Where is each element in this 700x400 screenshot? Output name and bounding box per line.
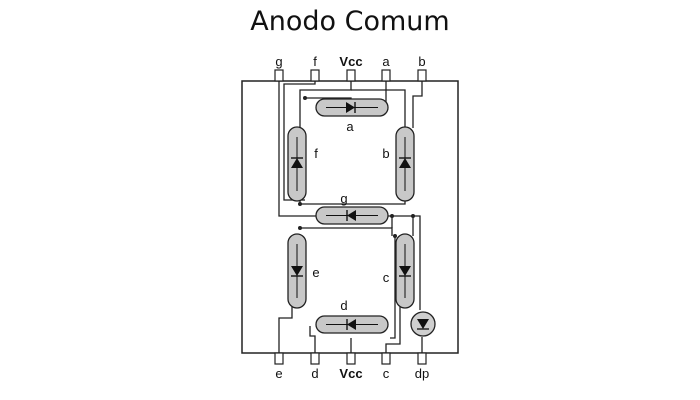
segment-c — [395, 233, 415, 309]
top-pin-g — [274, 69, 284, 82]
wire-pin-d — [309, 326, 316, 353]
segment-d — [315, 315, 389, 334]
diode-triangle-icon — [347, 319, 356, 330]
wire-vcc-top — [299, 81, 352, 128]
wire-pin-b — [412, 81, 423, 128]
bottom-pin-label-dp: dp — [415, 366, 429, 381]
junction-dot — [298, 202, 302, 206]
bottom-pin-label-c: c — [383, 366, 390, 381]
bottom-pin-label-e: e — [275, 366, 282, 381]
wire-pin-g — [278, 81, 318, 217]
junction-dot — [393, 234, 397, 238]
segment-label-f: f — [314, 146, 318, 161]
segment-label-e: e — [312, 265, 319, 280]
diode-triangle-icon — [346, 102, 355, 113]
wire-pin-f — [283, 81, 316, 201]
junction-dot — [298, 226, 302, 230]
segment-b — [395, 126, 415, 202]
top-pin-label-a: a — [382, 54, 390, 69]
bottom-pin-e — [274, 352, 284, 365]
segment-label-a: a — [346, 119, 354, 134]
segment-f — [287, 126, 307, 202]
diode-triangle-icon — [399, 266, 411, 276]
segment-label-g: g — [340, 191, 347, 206]
wire-vcc-top-right — [351, 89, 406, 128]
diode-triangle-icon — [399, 158, 411, 168]
segment-label-d: d — [340, 298, 347, 313]
segment-e — [287, 233, 307, 309]
top-pin-b — [417, 69, 427, 82]
diode-triangle-icon — [291, 158, 303, 168]
segment-a — [315, 98, 389, 117]
wire-pin-e — [278, 306, 293, 353]
segment-label-b: b — [382, 146, 389, 161]
diagram-title: Anodo Comum — [250, 6, 450, 37]
top-pin-f — [310, 69, 320, 82]
junction-dot — [303, 96, 307, 100]
diode-triangle-icon — [347, 210, 356, 221]
bottom-pin-label-vcc: Vcc — [339, 366, 362, 381]
top-pin-vcc — [346, 69, 356, 82]
diode-triangle-icon — [291, 266, 303, 276]
top-pin-a — [381, 69, 391, 82]
top-pin-label-b: b — [418, 54, 425, 69]
wire-pin-c — [385, 307, 401, 353]
wire-pin-g-right — [386, 215, 421, 310]
top-pin-label-g: g — [275, 54, 282, 69]
wire-vcc-bottom-right — [390, 236, 396, 339]
bottom-pin-c — [381, 352, 391, 365]
bottom-pin-d — [310, 352, 320, 365]
segment-label-c: c — [383, 270, 390, 285]
junction-dot — [390, 214, 394, 218]
top-pin-label-f: f — [313, 54, 317, 69]
bottom-pin-label-d: d — [311, 366, 318, 381]
bottom-pin-vcc — [346, 352, 356, 365]
bottom-pin-dp — [417, 352, 427, 365]
junction-dot — [411, 214, 415, 218]
segment-g — [315, 206, 389, 225]
diode-triangle-icon — [417, 319, 429, 329]
decimal-point-dp — [410, 311, 436, 337]
top-pin-label-vcc: Vcc — [339, 54, 362, 69]
